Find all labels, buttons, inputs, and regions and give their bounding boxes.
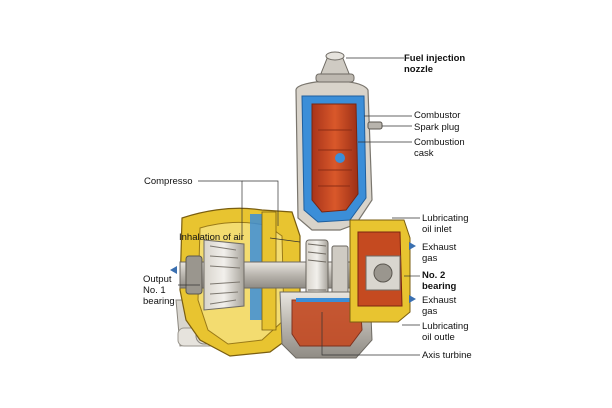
combustor-assembly bbox=[295, 80, 373, 231]
label-combustor: Combustor bbox=[414, 110, 461, 121]
label-lubricating-oil-inlet: Lubricating oil inlet bbox=[422, 213, 469, 235]
label-axis-turbine: Axis turbine bbox=[422, 350, 472, 361]
label-spark-plug: Spark plug bbox=[414, 122, 460, 133]
spark-plug bbox=[367, 121, 383, 130]
output-arrow-icon bbox=[170, 266, 177, 274]
fuel-injection-nozzle bbox=[315, 51, 355, 83]
leader-lines bbox=[178, 57, 420, 356]
exhaust-arrow-1-icon bbox=[409, 242, 416, 250]
bearing-housing bbox=[349, 219, 411, 323]
label-output-no1-bearing: Output No. 1 bearing bbox=[143, 274, 175, 307]
label-no2-bearing: No. 2 bearing bbox=[422, 270, 457, 292]
label-fuel-injection-nozzle: Fuel injection nozzle bbox=[404, 53, 466, 75]
label-combustion-cask: Combustion cask bbox=[414, 137, 465, 159]
exhaust-arrow-2-icon bbox=[409, 295, 416, 303]
compressor-wheel bbox=[203, 239, 245, 311]
exhaust-scroll bbox=[279, 291, 373, 359]
label-inhalation-of-air: Inhalation of air bbox=[179, 232, 244, 243]
label-compressor: Compresso bbox=[144, 176, 193, 187]
label-exhaust-gas-1: Exhaust gas bbox=[422, 242, 457, 264]
label-exhaust-gas-2: Exhaust gas bbox=[422, 295, 457, 317]
label-lubricating-oil-outlet: Lubricating oil outle bbox=[422, 321, 469, 343]
